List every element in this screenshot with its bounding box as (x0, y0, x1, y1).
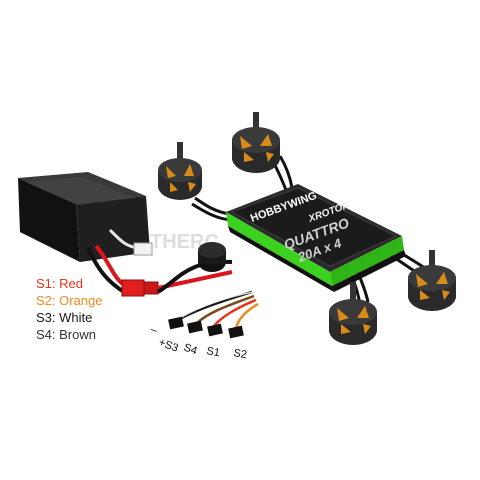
motor-rear-left (329, 282, 377, 345)
xt-connector (121, 279, 159, 297)
connector-label-s4: S4 (182, 342, 199, 358)
motor-front-left (158, 142, 202, 200)
battery-lead-black (86, 247, 126, 294)
connector-label-s2: S2 (232, 347, 247, 361)
lipo-battery (18, 172, 150, 262)
legend-item-s2: S2: Orange (36, 293, 103, 308)
balance-plug (108, 228, 153, 256)
signal-pin-headers (168, 316, 244, 339)
esc-board (226, 184, 406, 292)
motor-rear-right (408, 250, 456, 311)
connector-label-pos-s3: +S3 (157, 337, 180, 355)
motor-front-right (232, 112, 280, 173)
connector-label-s1: S1 (205, 345, 220, 359)
legend-item-s1: S1: Red (36, 276, 83, 291)
legend-item-s4: S4: Brown (36, 327, 96, 342)
capacitor (198, 242, 226, 272)
signal-wires (177, 290, 259, 329)
legend-item-s3: S3: White (36, 310, 93, 325)
connector-label-neg: – (149, 324, 160, 338)
signal-legend: S1: Red S2: Orange S3: White S4: Brown (36, 275, 103, 343)
